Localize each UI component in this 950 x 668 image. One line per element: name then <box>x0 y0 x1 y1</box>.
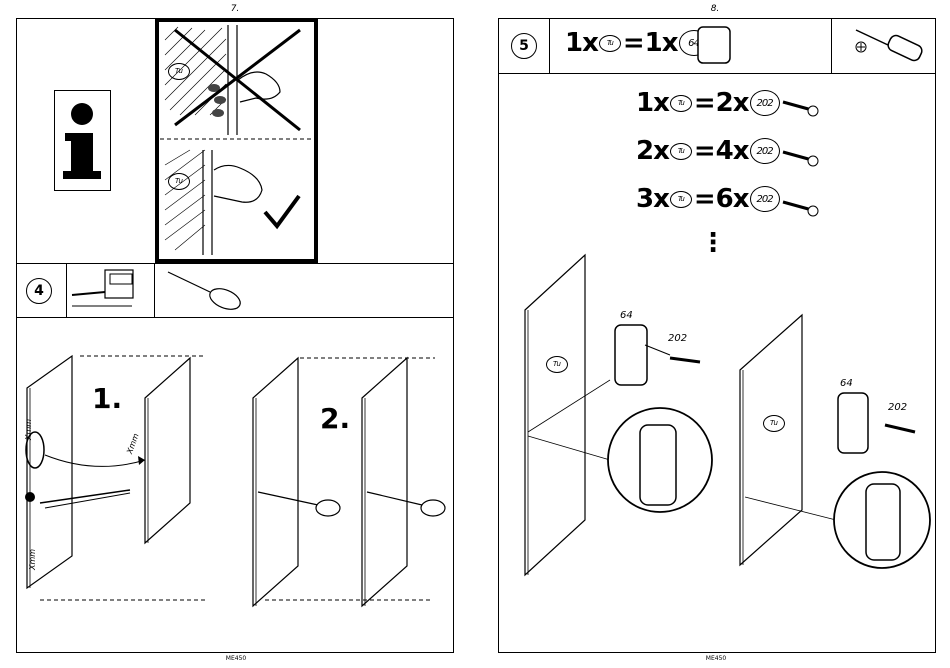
part-number: 202 <box>668 333 687 344</box>
part-number: 64 <box>840 378 853 389</box>
side-panel <box>740 315 802 565</box>
part-tag: Tu <box>763 415 785 432</box>
connector-plate <box>615 325 647 385</box>
connector-plate-icon <box>698 27 730 63</box>
screwdriver-icon <box>856 30 924 62</box>
screw-icon <box>783 102 818 216</box>
part-number: 64 <box>620 310 633 321</box>
connector-plate <box>838 393 868 453</box>
footer-code: ME450 <box>696 655 736 662</box>
part-tag: Tu <box>546 356 568 373</box>
part-number: 202 <box>888 402 907 413</box>
